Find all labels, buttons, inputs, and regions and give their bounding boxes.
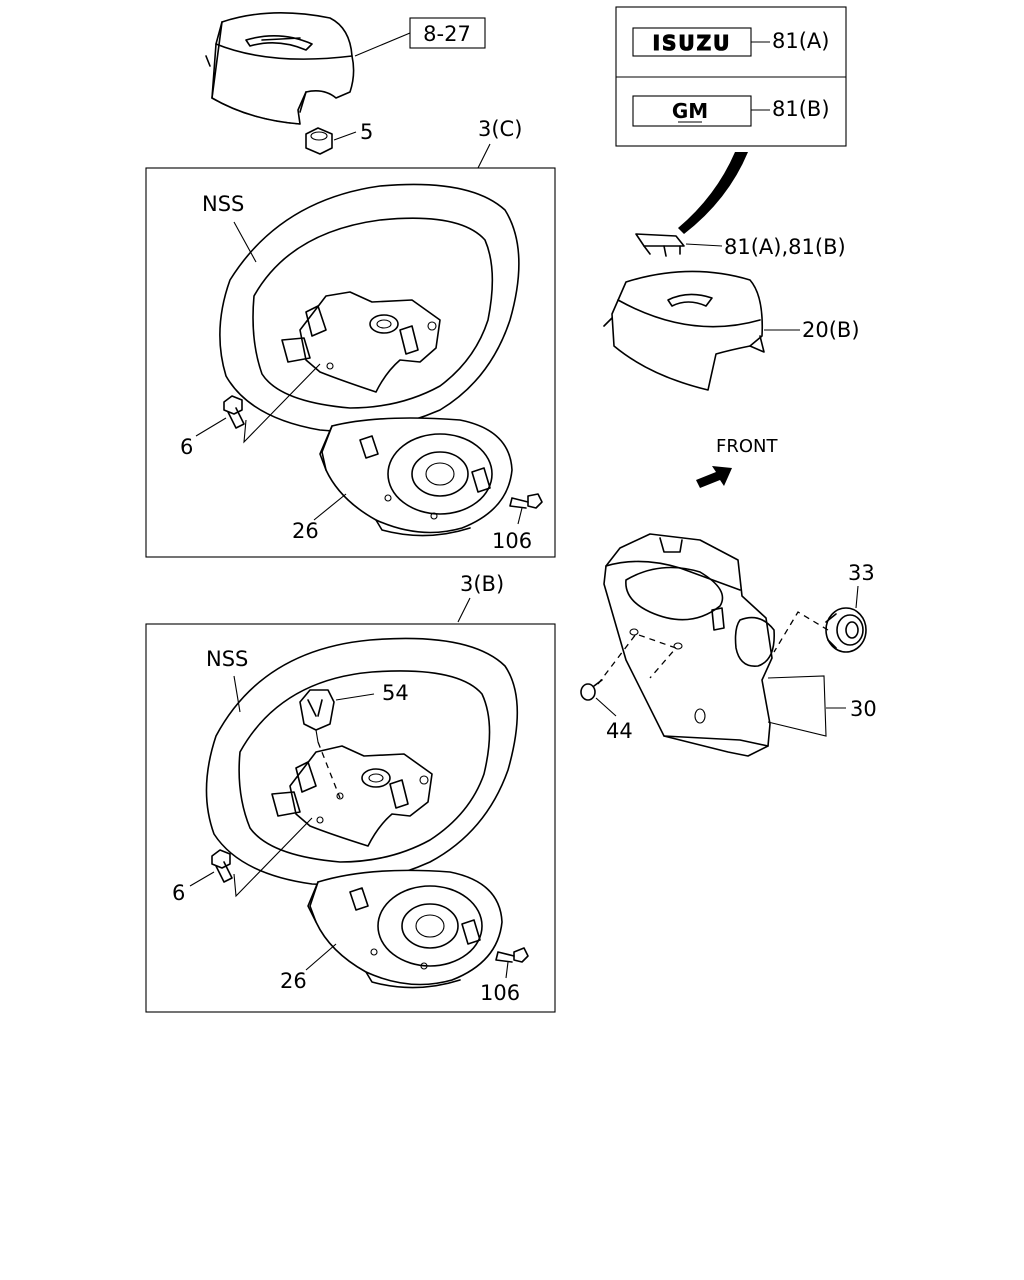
steering-wheel-c-label: NSS <box>202 192 244 216</box>
assembly-3b-title: 3(B) <box>460 572 504 596</box>
steering-wheel-c <box>219 183 520 432</box>
lower-cover-c-label: 26 <box>292 519 319 543</box>
grommet-33: 33 <box>773 561 875 653</box>
bolt-6-b: 6 <box>172 817 313 905</box>
assembly-3c-title: 3(C) <box>478 117 522 141</box>
emblem-part-label: 81(A),81(B) <box>724 235 846 259</box>
bolt-6-c: 6 <box>180 363 321 459</box>
assembly-3b: 3(B) NSS 54 <box>145 572 556 1013</box>
front-arrow-icon <box>696 466 732 488</box>
ref-8-27-label: 8-27 <box>423 22 471 46</box>
screw-106-c: 106 <box>492 493 543 553</box>
horn-cover-illustration: 20(B) <box>603 270 860 391</box>
assembly-3c-frame <box>145 167 556 558</box>
lower-cover-b <box>307 869 503 989</box>
isuzu-emblem-text: ISUZU <box>653 31 732 55</box>
nut-5: 5 <box>305 120 373 155</box>
column-cover-illustration: 30 <box>603 533 877 757</box>
front-indicator: FRONT <box>696 436 778 488</box>
assembly-3c: 3(C) NSS 6 <box>145 117 556 558</box>
bolt-6-b-label: 6 <box>172 881 185 905</box>
screw-106-b: 106 <box>480 947 529 1005</box>
isuzu-emblem-label: 81(A) <box>772 29 829 53</box>
front-label: FRONT <box>716 436 778 457</box>
switch-54: 54 <box>299 681 409 799</box>
lower-cover-b-label: 26 <box>280 969 307 993</box>
assembly-3b-frame <box>145 623 556 1013</box>
bolt-6-c-label: 6 <box>180 435 193 459</box>
steering-wheel-b <box>205 637 519 886</box>
emblem-part: 81(A),81(B) <box>635 233 846 259</box>
gm-emblem-label: 81(B) <box>772 97 830 121</box>
screw-44: 44 <box>580 633 678 743</box>
horn-pad-illustration <box>205 12 355 125</box>
lower-cover-c <box>319 417 513 537</box>
switch-54-label: 54 <box>382 681 409 705</box>
emblem-pointer-arrow <box>678 152 748 234</box>
screw-106-c-label: 106 <box>492 529 532 553</box>
column-cover-label: 30 <box>850 697 877 721</box>
screw-106-b-label: 106 <box>480 981 520 1005</box>
emblem-box: ISUZU 81(A) GM 81(B) <box>615 6 847 147</box>
ref-8-27-box: 8-27 <box>354 17 486 57</box>
screw-44-label: 44 <box>606 719 633 743</box>
grommet-label: 33 <box>848 561 875 585</box>
steering-wheel-b-label: NSS <box>206 647 248 671</box>
gm-emblem-text: GM <box>672 99 708 123</box>
nut-label: 5 <box>360 120 373 144</box>
horn-cover-label: 20(B) <box>802 318 860 342</box>
